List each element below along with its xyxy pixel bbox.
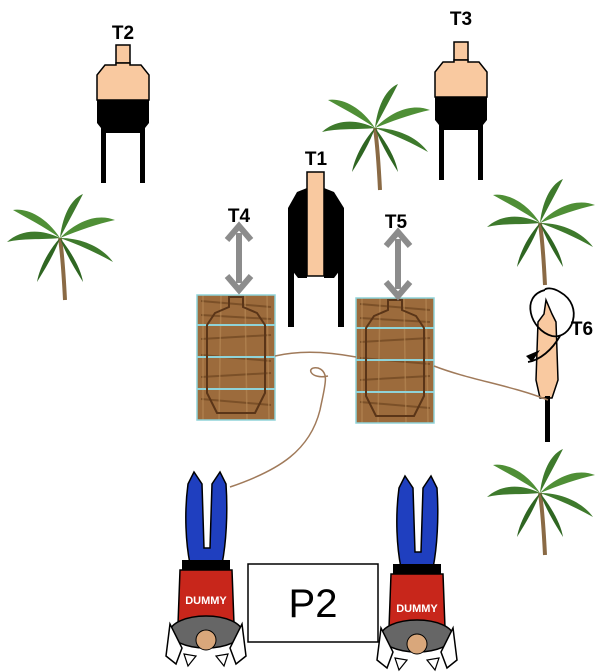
palm-tree-icon [485, 447, 597, 557]
activator-wires [229, 351, 549, 488]
dummy-right-label: DUMMY [396, 603, 438, 615]
target-t1 [288, 171, 344, 327]
target-t6 [526, 287, 575, 442]
dummy-left-label: DUMMY [185, 595, 227, 607]
up-down-arrow-icon [227, 226, 251, 290]
target-t4-label: T4 [228, 206, 251, 227]
palm-tree-icon [485, 177, 597, 287]
target-t1-label: T1 [305, 149, 328, 170]
target-t3-label: T3 [450, 9, 472, 30]
dummy-right [376, 475, 458, 671]
target-t2 [96, 44, 150, 184]
target-t5-label: T5 [385, 212, 408, 233]
dummy-left [165, 471, 247, 667]
target-t2-label: T2 [112, 23, 134, 44]
target-t3 [434, 41, 488, 181]
target-t6-label: T6 [571, 319, 593, 340]
swing-rotation-icon [527, 287, 575, 363]
position-box: P2 [247, 563, 379, 643]
palm-tree-icon [5, 192, 117, 302]
target-t4 [196, 294, 276, 421]
up-down-arrow-icon [386, 232, 410, 296]
target-t5 [355, 297, 435, 424]
position-label: P2 [289, 582, 338, 626]
palm-tree-icon [320, 82, 432, 192]
